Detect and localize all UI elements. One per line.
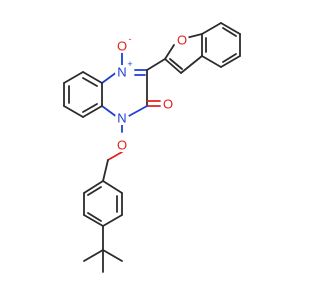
bond — [164, 58, 182, 74]
atoms: O N + O - O N O — [115, 33, 189, 153]
bond — [201, 22, 222, 35]
bond — [82, 105, 103, 118]
bond — [82, 103, 98, 113]
n-oxide-nitrogen-label: N — [117, 65, 126, 80]
bond — [82, 71, 103, 84]
bond — [101, 105, 118, 118]
furan-oxygen: O — [175, 33, 189, 48]
ether-oxygen-label: O — [117, 138, 127, 153]
n-oxide-charge: + — [127, 59, 132, 69]
oxide-oxygen: O - — [115, 34, 132, 54]
bond — [87, 212, 102, 222]
bond — [185, 33, 203, 39]
bond — [220, 22, 241, 35]
bond — [83, 249, 104, 262]
bond — [82, 77, 98, 87]
molecule-structure-diagram: O N + O - O N O — [63, 22, 241, 273]
furan-oxygen-label: O — [177, 33, 187, 48]
carbonyl-oxygen-label: O — [163, 97, 173, 112]
bond — [83, 214, 104, 227]
bonds — [63, 22, 241, 273]
bond — [63, 105, 84, 118]
bond — [102, 159, 109, 182]
ring-nitrogen: N — [115, 111, 129, 126]
oxide-oxygen-label: O — [117, 39, 127, 54]
bond — [102, 180, 123, 194]
bond — [126, 105, 148, 118]
n-oxide-nitrogen: N + — [115, 59, 133, 80]
bond — [63, 71, 84, 84]
bond — [169, 58, 183, 70]
bond — [102, 214, 123, 227]
bond — [101, 71, 118, 84]
bond — [222, 27, 237, 37]
bond — [83, 180, 104, 194]
bond — [87, 186, 102, 196]
bond — [146, 58, 166, 71]
carbonyl-oxygen: O — [161, 97, 175, 112]
bond — [201, 55, 222, 68]
bond — [222, 53, 237, 63]
bond — [220, 55, 241, 68]
ether-oxygen: O — [115, 138, 129, 153]
bond — [107, 151, 123, 161]
bond — [102, 249, 123, 262]
oxide-oxygen-charge: - — [129, 34, 132, 44]
ring-nitrogen-label: N — [117, 111, 126, 126]
bond — [180, 55, 203, 74]
bond — [164, 44, 175, 60]
